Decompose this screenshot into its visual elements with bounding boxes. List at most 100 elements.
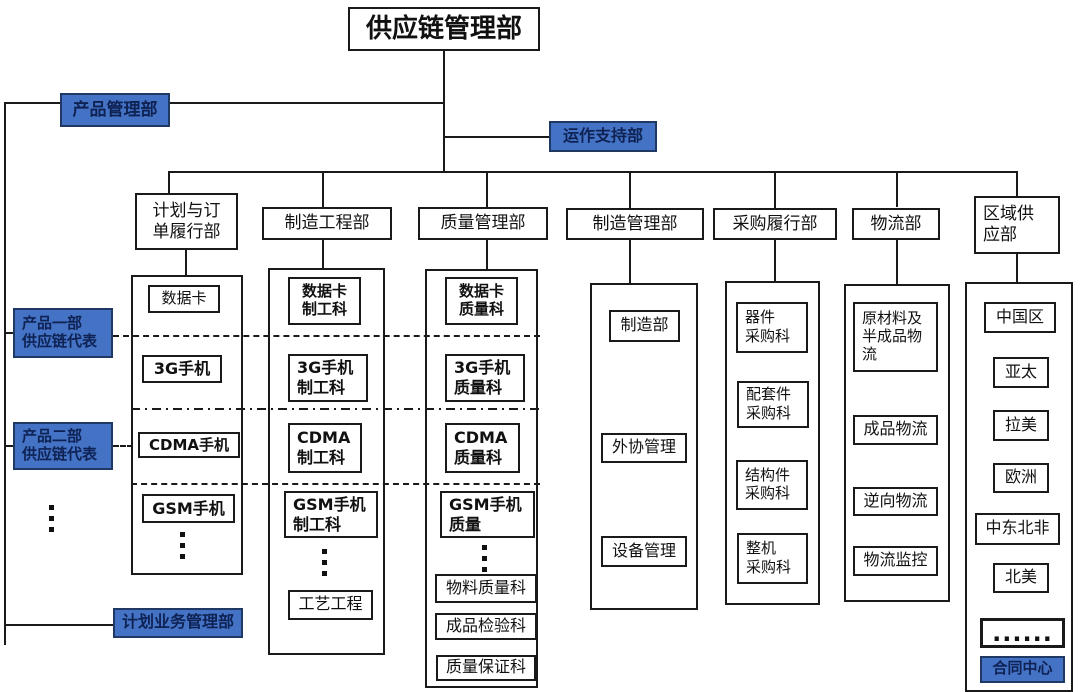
node-label: 产品管理部	[72, 99, 158, 119]
box-cdma-phone: CDMA手机	[138, 432, 240, 458]
node-label: 供应链管理部	[365, 14, 522, 44]
node-label: 中国区	[995, 308, 1044, 326]
box-region-mena: 中东北非	[975, 513, 1060, 545]
node-label: GSM手机	[152, 498, 225, 518]
column-container-plan-order	[131, 275, 243, 575]
node-label: 北美	[1004, 569, 1037, 587]
connector-line	[185, 250, 187, 275]
connector-line	[322, 171, 324, 207]
dashdot-divider	[131, 408, 540, 410]
connector-line	[168, 171, 170, 193]
box-cdma-mfg-section: CDMA 制工科	[288, 423, 362, 473]
dashed-divider	[113, 335, 540, 337]
node-label: 产品二部	[22, 428, 83, 445]
column-container-mfg-mgmt	[590, 283, 698, 610]
node-label: 工艺工程	[298, 596, 363, 614]
box-gsm-mfg-section: GSM手机 制工科	[284, 491, 378, 538]
node-product-dept2-rep: 产品二部 供应链代表	[13, 422, 113, 470]
vertical-ellipsis-icon	[482, 545, 487, 572]
node-label: 产品一部	[22, 315, 83, 332]
connector-line	[774, 171, 776, 208]
box-reverse-logistics: 逆向物流	[853, 487, 938, 516]
connector-line	[4, 332, 13, 334]
column-container-quality	[425, 269, 538, 688]
header-logistics-dept: 物流部	[852, 208, 940, 240]
box-structural-purchasing: 结构件 采购科	[736, 460, 808, 510]
node-label: 质量管理部	[440, 213, 526, 233]
node-label: 质量科	[454, 378, 503, 397]
node-label: GSM手机	[449, 494, 522, 514]
box-more-regions-ellipsis: ......	[980, 618, 1065, 648]
box-process-engineering: 工艺工程	[288, 590, 373, 620]
node-label: CDMA	[297, 428, 351, 448]
node-label: 质量科	[458, 302, 504, 318]
node-contract-center: 合同中心	[980, 656, 1065, 683]
box-finished-inspection-section: 成品检验科	[435, 613, 537, 640]
node-plan-biz-mgmt: 计划业务管理部	[113, 608, 243, 638]
connector-line	[629, 171, 631, 208]
connector-line	[1016, 171, 1018, 197]
column-container-procurement	[725, 281, 820, 605]
node-label: 3G手机	[454, 358, 511, 378]
dashed-divider	[131, 483, 540, 485]
node-label: 计划与订	[152, 200, 221, 220]
node-label: 质量科	[454, 448, 503, 467]
node-label: 亚太	[1004, 363, 1037, 381]
connector-line	[4, 624, 113, 626]
node-label: 外协管理	[611, 439, 676, 457]
box-outsourcing-mgmt: 外协管理	[601, 433, 687, 463]
connector-line	[486, 171, 488, 207]
node-label: 逆向物流	[863, 492, 928, 510]
node-label: 单履行部	[152, 221, 221, 241]
box-data-card: 数据卡	[148, 285, 220, 313]
node-ops-support: 运作支持部	[549, 121, 657, 152]
vertical-ellipsis-icon	[322, 549, 327, 576]
header-mfg-mgmt-dept: 制造管理部	[566, 208, 704, 240]
box-raw-material-logistics: 原材料及 半成品物 流	[853, 302, 938, 372]
node-label: 制造部	[620, 317, 669, 335]
connector-line	[443, 136, 549, 138]
box-3g-quality-section: 3G手机 质量科	[445, 354, 525, 402]
node-label: 拉美	[1004, 416, 1037, 434]
box-complete-unit-purchasing: 整机 采购科	[737, 533, 808, 584]
ellipsis-label: ......	[992, 619, 1053, 648]
node-label: 制工科	[297, 448, 346, 467]
node-label: 采购科	[745, 328, 791, 345]
vertical-ellipsis-icon	[180, 532, 185, 559]
node-label: 供应链代表	[22, 334, 98, 350]
box-datacard-mfg-section: 数据卡 制工科	[288, 277, 361, 325]
node-label: 数据卡	[458, 283, 504, 300]
node-label: 制造工程部	[284, 213, 370, 233]
connector-line	[629, 239, 631, 283]
node-supply-chain-dept: 供应链管理部	[348, 7, 540, 51]
node-label: 计划业务管理部	[121, 614, 234, 632]
node-label: 数据卡	[301, 283, 347, 300]
node-label: GSM手机	[293, 494, 366, 514]
box-3g-mfg-section: 3G手机 制工科	[288, 354, 368, 402]
node-label: 成品物流	[863, 421, 928, 439]
connector-line	[4, 102, 444, 104]
node-label: 采购科	[746, 405, 792, 422]
header-regional-supply-dept: 区域供 应部	[974, 196, 1060, 254]
node-label: 制工科	[297, 378, 346, 397]
node-label: 应部	[983, 225, 1017, 244]
node-label: 质量	[449, 514, 482, 534]
box-gsm-quality-section: GSM手机 质量	[440, 491, 535, 538]
node-label: 采购科	[746, 559, 792, 576]
node-label: 整机	[746, 541, 777, 558]
node-label: 制工科	[301, 302, 347, 318]
box-material-quality-section: 物料质量科	[435, 574, 537, 603]
dashed-connector	[113, 445, 133, 447]
connector-line	[896, 171, 898, 207]
node-label: 原材料及	[862, 310, 923, 327]
node-label: 中东北非	[985, 520, 1050, 538]
header-mfg-eng-dept: 制造工程部	[262, 207, 392, 240]
node-label: 成品检验科	[445, 617, 526, 635]
header-quality-mgmt-dept: 质量管理部	[418, 207, 548, 240]
node-label: 采购科	[745, 486, 791, 502]
connector-line	[4, 445, 13, 447]
node-label: 制工科	[293, 514, 342, 534]
box-equipment-mgmt: 设备管理	[601, 536, 687, 567]
node-label: 物料质量科	[445, 579, 526, 597]
